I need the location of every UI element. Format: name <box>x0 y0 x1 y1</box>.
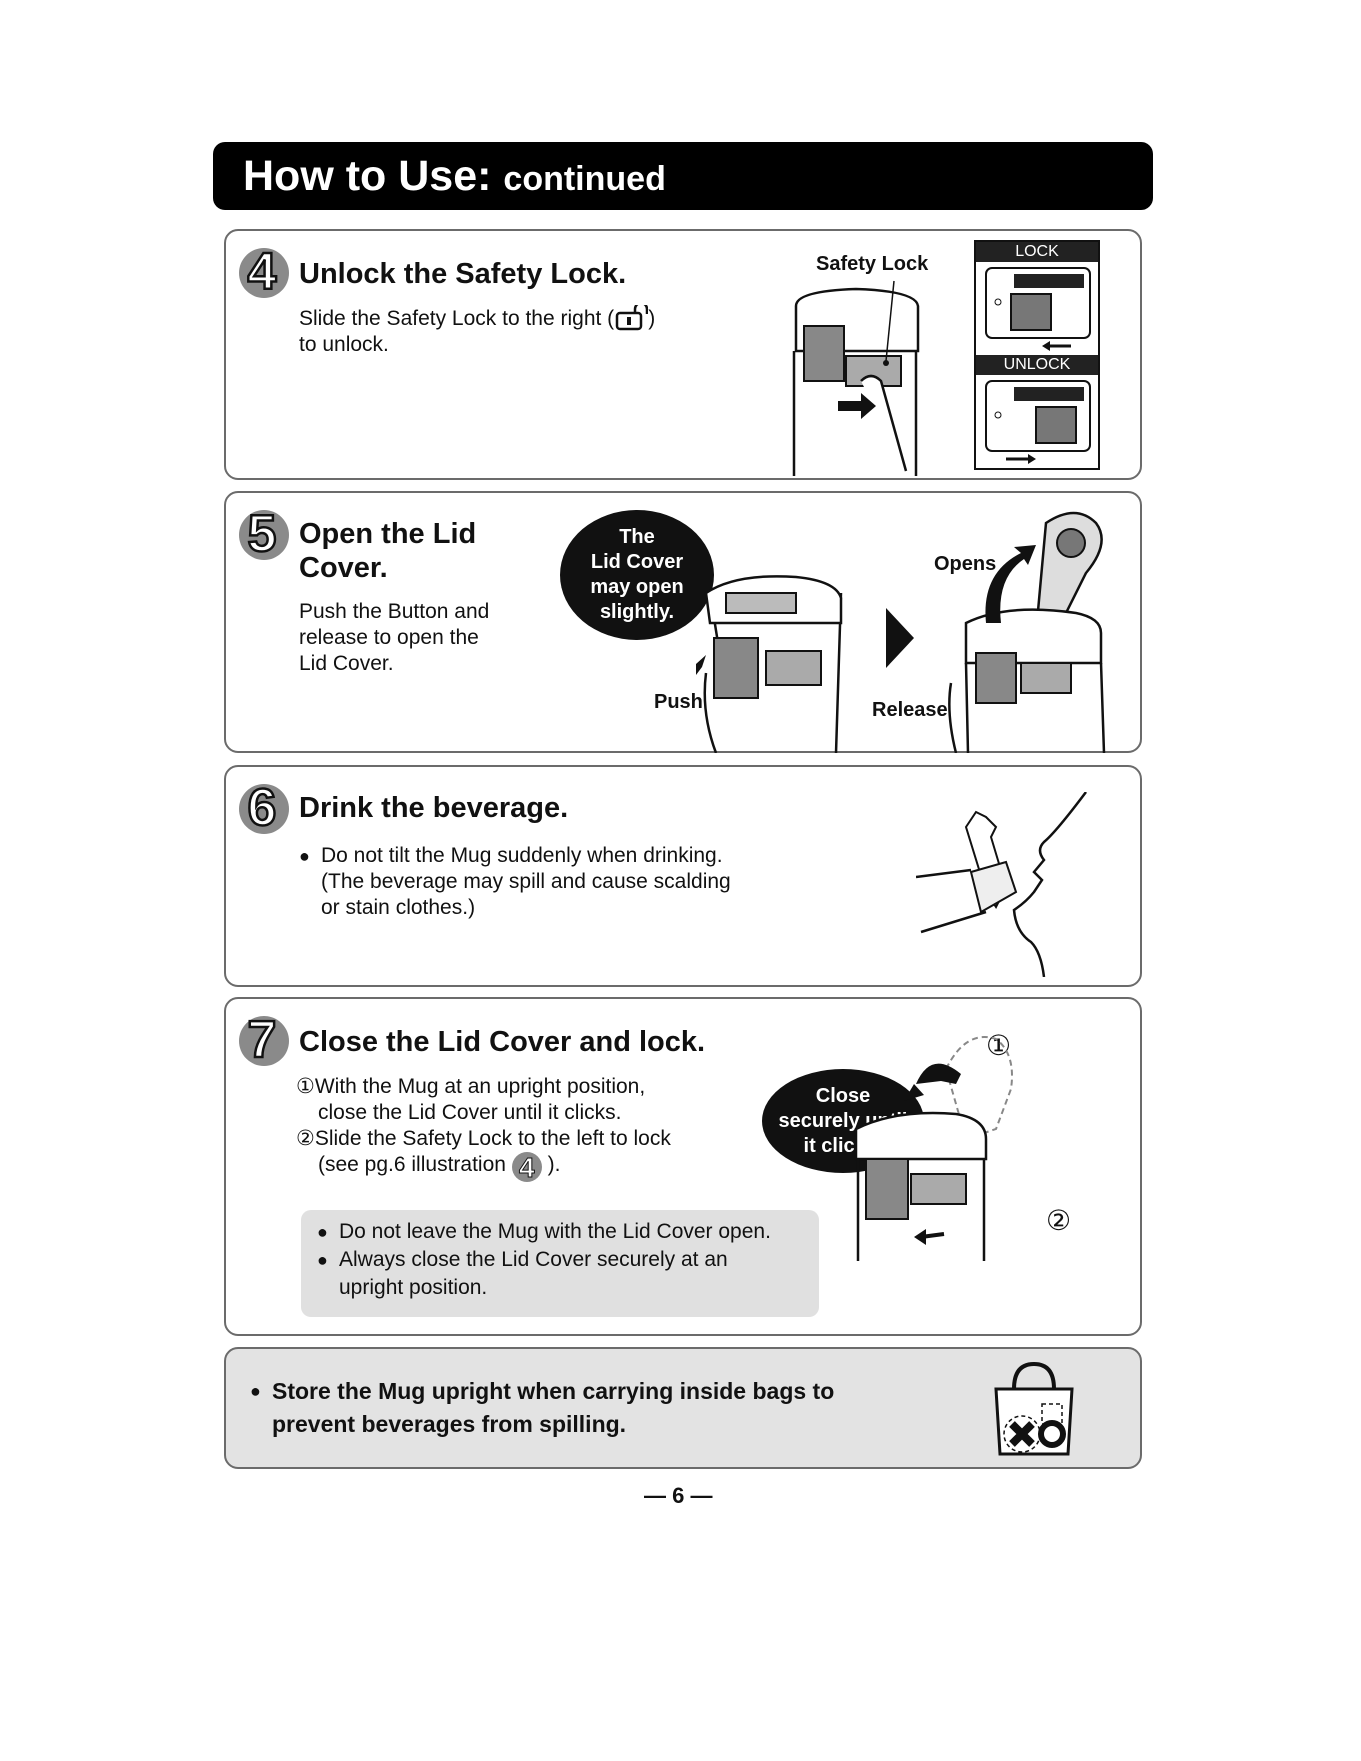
step-5-title: Open the Lid Cover. <box>299 517 476 585</box>
mug-safety-lock-illustration <box>792 280 920 476</box>
step-7-item1-line2: close the Lid Cover until it clicks. <box>318 1101 622 1124</box>
carry-note-card: Store the Mug upright when carrying insi… <box>224 1347 1142 1469</box>
step-6-number-icon: 6 <box>239 778 289 837</box>
unlock-icon <box>615 301 649 331</box>
step-4-text-line1-end: ) <box>648 307 656 330</box>
step-4-text-line1: Slide the Safety Lock to the right ( <box>299 307 615 330</box>
step-7-card: 7 Close the Lid Cover and lock. ①With th… <box>224 997 1142 1336</box>
step-marker-2: ② <box>1046 1205 1072 1236</box>
step-5-text-line2: release to open the <box>299 626 479 649</box>
lock-position-icon <box>985 267 1091 351</box>
step-7-note-box: Do not leave the Mug with the Lid Cover … <box>301 1210 819 1317</box>
carry-note-line1: Store the Mug upright when carrying insi… <box>272 1378 835 1404</box>
next-arrow-icon <box>886 608 914 668</box>
bubble7-line1: Close <box>815 1084 871 1107</box>
mug-push-button-illustration <box>696 575 843 753</box>
push-label: Push <box>654 691 703 713</box>
carry-note-text: Store the Mug upright when carrying insi… <box>250 1375 1164 1441</box>
header-title-main: How to Use: <box>243 152 492 200</box>
svg-text:6: 6 <box>248 779 277 837</box>
svg-text:7: 7 <box>248 1011 277 1069</box>
header-title-sub: continued <box>503 160 666 198</box>
mug-lid-open-illustration <box>948 511 1106 753</box>
step-5-title-line2: Cover. <box>299 552 388 584</box>
step-5-text-line1: Push the Button and <box>299 600 490 623</box>
bubble-line2: Lid Cover <box>590 551 684 573</box>
page-number: — 6 — <box>644 1483 713 1508</box>
step-6-title: Drink the beverage. <box>299 792 569 824</box>
unlock-position-icon <box>985 380 1091 464</box>
step-6-bullet: Do not tilt the Mug suddenly when drinki… <box>299 843 731 869</box>
step-marker-1: ① <box>986 1030 1012 1061</box>
step-7-item2-line1: ②Slide the Safety Lock to the left to lo… <box>296 1127 671 1150</box>
unlock-header: UNLOCK <box>976 355 1098 375</box>
section-header: How to Use: continued <box>213 142 1153 210</box>
lid-may-open-bubble: The Lid Cover may open slightly. <box>560 510 714 640</box>
step-6-card: 6 Drink the beverage. Do not tilt the Mu… <box>224 765 1142 987</box>
step-5-card: 5 Open the Lid Cover. Push the Button an… <box>224 491 1142 753</box>
step-6-line2: (The beverage may spill and cause scaldi… <box>321 870 731 893</box>
bubble-line4: slightly. <box>599 601 675 623</box>
note-bullet-1: Do not leave the Mug with the Lid Cover … <box>317 1218 839 1246</box>
lock-header: LOCK <box>976 242 1098 262</box>
step-4-card: 4 Unlock the Safety Lock. Slide the Safe… <box>224 229 1142 480</box>
svg-text:5: 5 <box>248 505 277 563</box>
step-4-text-line2: to unlock. <box>299 333 389 356</box>
step-7-title: Close the Lid Cover and lock. <box>299 1026 706 1058</box>
step-4-text: Slide the Safety Lock to the right () to… <box>299 301 656 358</box>
step-6-text: Do not tilt the Mug suddenly when drinki… <box>299 843 731 921</box>
safety-lock-label: Safety Lock <box>816 253 929 275</box>
note-bullet-2: Always close the Lid Cover securely at a… <box>317 1246 839 1274</box>
person-drinking-illustration <box>916 792 1087 977</box>
opens-label: Opens <box>934 553 997 575</box>
step-4-number-icon: 4 <box>239 242 289 301</box>
step-4-title: Unlock the Safety Lock. <box>299 258 627 290</box>
step-4-ref-icon: 4 <box>511 1152 542 1184</box>
step-7-item1-line1: ①With the Mug at an upright position, <box>296 1075 646 1098</box>
step-7-text: ①With the Mug at an upright position, cl… <box>296 1074 671 1184</box>
note-bullet-2-line2: upright position. <box>339 1276 488 1299</box>
header-title: How to Use: continued <box>243 148 666 207</box>
bag-upright-icon <box>994 1361 1074 1456</box>
step-7-number-icon: 7 <box>239 1010 289 1069</box>
bubble-line1: The <box>619 526 655 548</box>
step-5-number-icon: 5 <box>239 504 289 563</box>
step-6-line3: or stain clothes.) <box>321 896 476 919</box>
step-7-item2-line2: (see pg.6 illustration <box>318 1153 506 1176</box>
carry-note-line2: prevent beverages from spilling. <box>272 1411 627 1437</box>
svg-text:4: 4 <box>248 243 277 301</box>
mug-close-lid-illustration <box>854 1036 1013 1261</box>
step-5-title-line1: Open the Lid <box>299 518 477 550</box>
lock-unlock-diagram: LOCK UNLOCK <box>974 240 1100 470</box>
bubble-line3: may open <box>590 576 684 598</box>
step-7-item2-end: ). <box>547 1153 561 1176</box>
release-label: Release <box>872 699 948 721</box>
step-5-text-line3: Lid Cover. <box>299 652 394 675</box>
step-5-text: Push the Button and release to open the … <box>299 599 489 677</box>
